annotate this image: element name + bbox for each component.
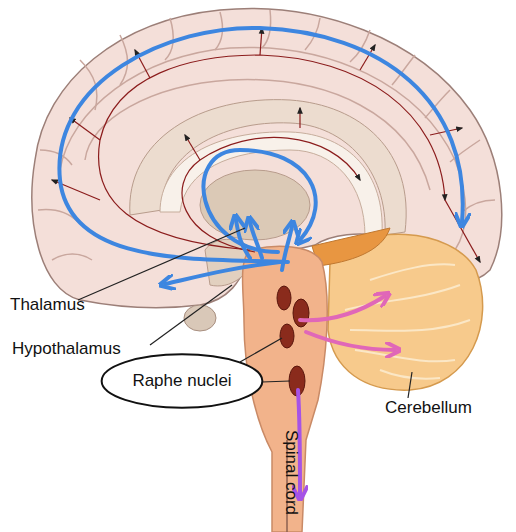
- structure-label: Hypothalamus: [12, 340, 121, 359]
- label-ellipse: Raphe nuclei: [100, 352, 264, 410]
- structure-label: Spinal cord: [281, 430, 300, 515]
- cerebellum-folia: [345, 264, 470, 378]
- raphe-nuclei-cells: [277, 286, 309, 396]
- structure-label: Raphe nuclei: [132, 371, 231, 391]
- serotonin-projections: [59, 28, 462, 284]
- cerebellar-projections: [300, 296, 395, 350]
- thalamus-shape: [200, 170, 310, 240]
- cortical-fibres: [52, 28, 480, 262]
- structure-label: Cerebellum: [385, 399, 472, 418]
- gyri: [38, 10, 495, 260]
- tectum: [312, 228, 390, 266]
- structure-label: Thalamus: [10, 296, 85, 315]
